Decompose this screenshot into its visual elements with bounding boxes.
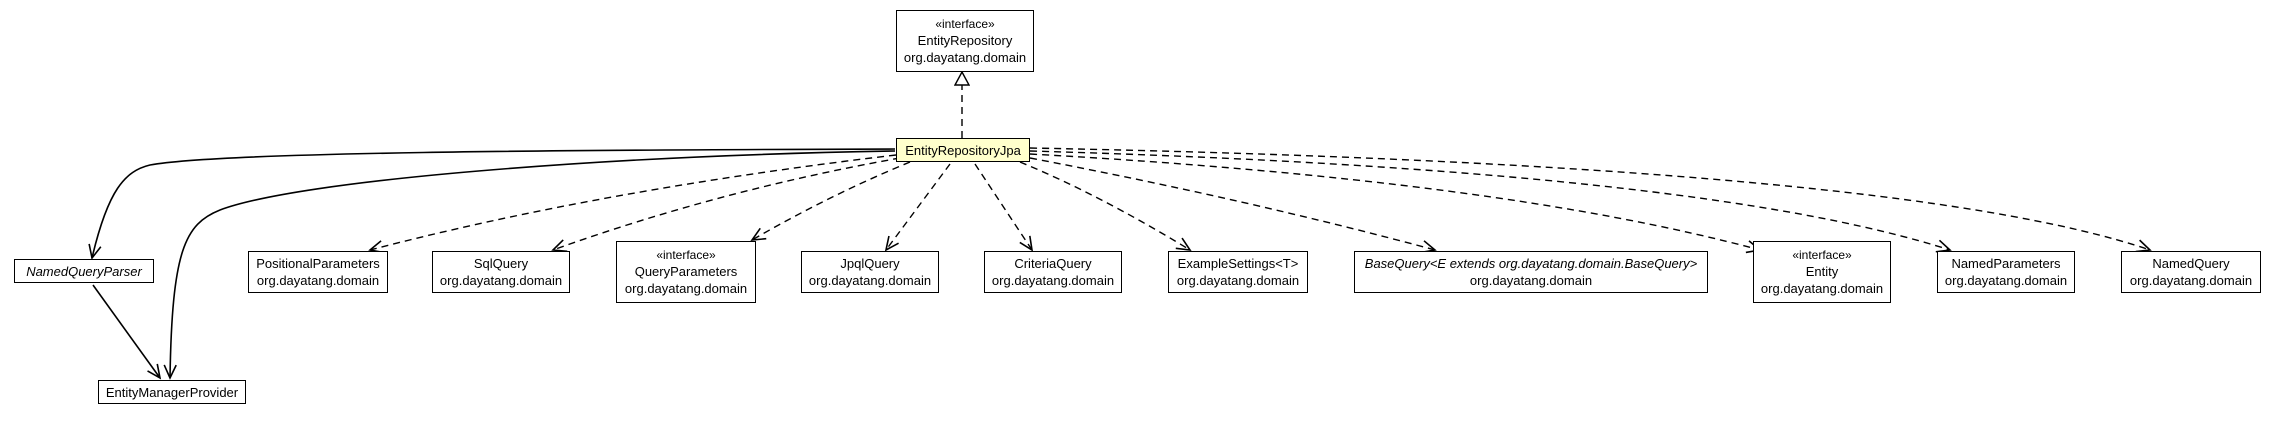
class-example-settings[interactable]: ExampleSettings<T> org.dayatang.domain <box>1168 251 1308 293</box>
dependency-edge-named-parameters <box>1029 150 1952 253</box>
class-query-parameters[interactable]: «interface» QueryParameters org.dayatang… <box>616 241 756 303</box>
stereotype-label: «interface» <box>656 247 716 262</box>
class-name: NamedQuery <box>2152 256 2230 271</box>
package-name: org.dayatang.domain <box>1469 273 1593 288</box>
dependency-edge-jpql-query <box>884 163 951 252</box>
class-entity-repository[interactable]: «interface» EntityRepository org.dayatan… <box>896 10 1034 72</box>
association-edge-named-query-parser <box>88 148 896 260</box>
dependency-edge-named-query <box>1029 147 2152 253</box>
class-name: SqlQuery <box>473 256 529 271</box>
class-name: PositionalParameters <box>256 256 380 271</box>
dependency-edge-base-query <box>1029 157 1437 254</box>
class-named-parameters[interactable]: NamedParameters org.dayatang.domain <box>1937 251 2075 293</box>
class-name: CriteriaQuery <box>1014 256 1092 271</box>
package-name: org.dayatang.domain <box>1760 280 1884 296</box>
class-named-query[interactable]: NamedQuery org.dayatang.domain <box>2121 251 2261 293</box>
package-name: org.dayatang.domain <box>808 273 932 288</box>
association-edge-parser-to-provider <box>92 284 162 380</box>
association-edge-entity-manager-provider <box>163 150 896 380</box>
package-name: org.dayatang.domain <box>624 280 748 296</box>
class-name: BaseQuery<E extends org.dayatang.domain.… <box>1364 256 1698 271</box>
dependency-edge-query-parameters <box>750 161 911 241</box>
stereotype-label: «interface» <box>935 16 995 31</box>
class-name: EntityManagerProvider <box>105 384 239 400</box>
class-name: ExampleSettings<T> <box>1177 256 1299 271</box>
package-name: org.dayatang.domain <box>2129 273 2253 288</box>
dependency-edge-criteria-query <box>974 163 1034 252</box>
package-name: org.dayatang.domain <box>439 273 563 288</box>
class-entity-manager-provider[interactable]: EntityManagerProvider <box>98 380 246 404</box>
package-name: org.dayatang.domain <box>991 273 1115 288</box>
class-name: EntityRepository <box>917 32 1013 48</box>
class-jpql-query[interactable]: JpqlQuery org.dayatang.domain <box>801 251 939 293</box>
dependency-edge-sql-query <box>551 157 901 253</box>
class-criteria-query[interactable]: CriteriaQuery org.dayatang.domain <box>984 251 1122 293</box>
class-name: EntityRepositoryJpa <box>905 142 1021 158</box>
class-name: Entity <box>1805 263 1839 279</box>
class-base-query[interactable]: BaseQuery<E extends org.dayatang.domain.… <box>1354 251 1708 293</box>
package-name: org.dayatang.domain <box>903 49 1027 65</box>
class-name: NamedQueryParser <box>26 263 142 279</box>
class-positional-parameters[interactable]: PositionalParameters org.dayatang.domain <box>248 251 388 293</box>
class-name: NamedParameters <box>1951 256 2061 271</box>
class-named-query-parser[interactable]: NamedQueryParser <box>14 259 154 283</box>
class-name: QueryParameters <box>634 263 738 279</box>
package-name: org.dayatang.domain <box>1176 273 1300 288</box>
package-name: org.dayatang.domain <box>256 273 380 288</box>
class-sql-query[interactable]: SqlQuery org.dayatang.domain <box>432 251 570 293</box>
dependency-edge-positional-parameters <box>368 154 897 254</box>
package-name: org.dayatang.domain <box>1944 273 2068 288</box>
class-entity-repository-jpa[interactable]: EntityRepositoryJpa <box>896 138 1030 162</box>
class-entity[interactable]: «interface» Entity org.dayatang.domain <box>1753 241 1891 303</box>
dependency-edge-example-settings <box>1019 161 1192 251</box>
stereotype-label: «interface» <box>1792 247 1852 262</box>
class-name: JpqlQuery <box>840 256 900 271</box>
